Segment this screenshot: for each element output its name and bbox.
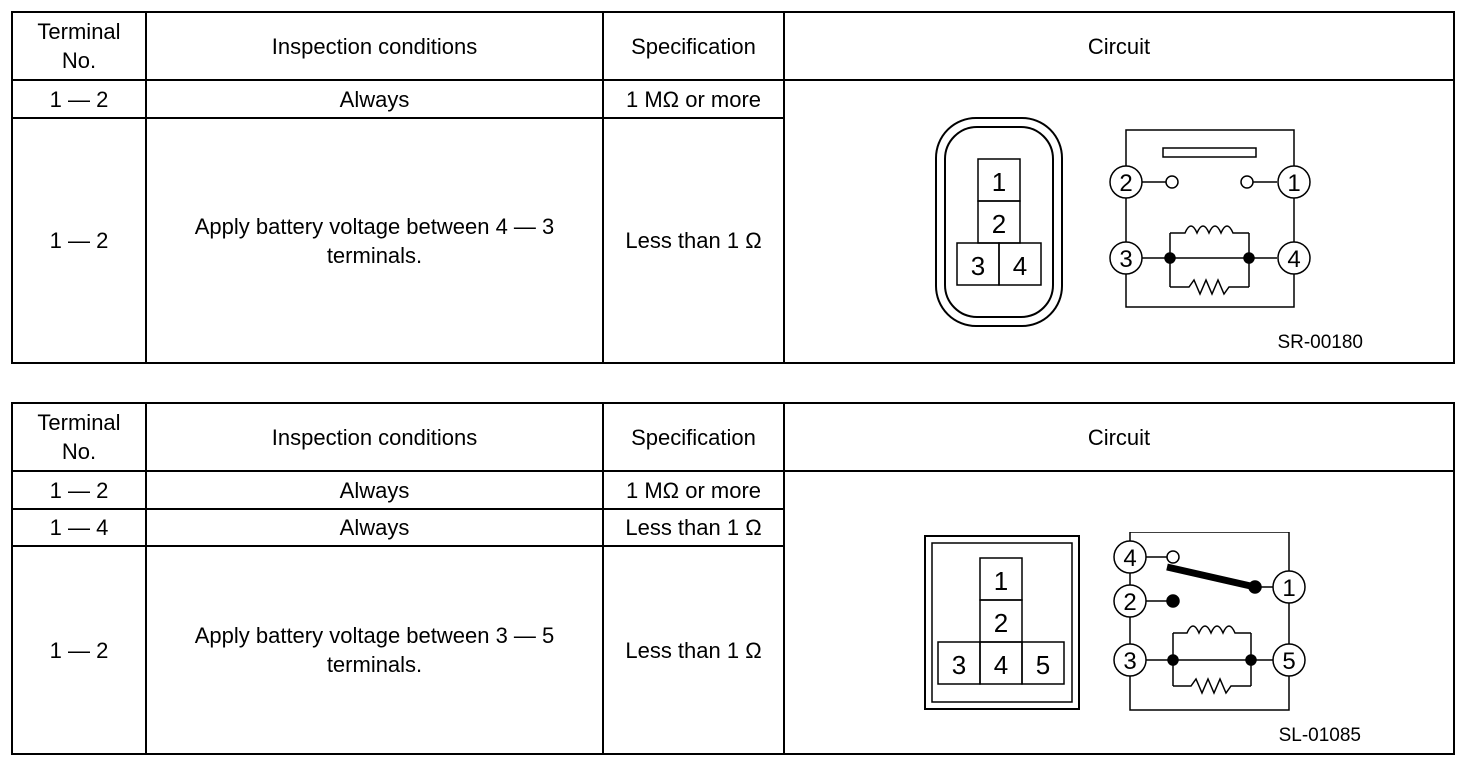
connector-pin-5: 5 <box>1036 650 1050 680</box>
header-circuit: Circuit <box>783 402 1455 472</box>
header-inspection-conditions: Inspection conditions <box>145 402 604 472</box>
connector-pin-2: 2 <box>994 608 1008 638</box>
circuit-terminal-label: 4 <box>1123 545 1136 572</box>
connector-pin-4: 4 <box>1013 251 1027 281</box>
circuit-terminal-label: 5 <box>1282 648 1295 675</box>
circuit-terminal-label: 2 <box>1119 170 1132 197</box>
relay-circuit-diagram: 1 2 3 4 <box>935 117 1311 327</box>
specification-cell: Less than 1 Ω <box>602 545 785 755</box>
connector-pin-4: 4 <box>994 650 1008 680</box>
circuit-terminal-label: 3 <box>1119 246 1132 273</box>
table-row: 1 — 2 Apply battery voltage between 4 — … <box>11 117 1454 364</box>
table-row: 1 — 4 Always Less than 1 Ω <box>11 508 1454 547</box>
terminal-cell: 1 — 2 <box>11 117 147 364</box>
relay-schematic <box>1113 532 1306 711</box>
condition-cell: Apply battery voltage between 3 — 5 term… <box>145 545 604 755</box>
specification-cell: 1 MΩ or more <box>602 470 785 510</box>
table-header-row: Terminal No. Inspection conditions Speci… <box>11 402 1455 472</box>
table-row: 1 — 2 Always 1 MΩ or more 1 2 3 4 5 <box>11 470 1455 755</box>
specification-cell: Less than 1 Ω <box>602 508 785 547</box>
connector-face-diagram: 1 2 3 4 5 <box>924 535 1080 710</box>
table-header-row: Terminal No. Inspection conditions Speci… <box>11 11 1455 81</box>
terminal-cell: 1 — 4 <box>11 508 147 547</box>
connector-pin-1: 1 <box>994 566 1008 596</box>
terminal-cell: 1 — 2 <box>11 470 147 510</box>
condition-cell: Always <box>145 470 604 510</box>
connector-pin-3: 3 <box>971 251 985 281</box>
circuit-terminal-label: 1 <box>1287 170 1300 197</box>
terminal-cell: 1 — 2 <box>11 545 147 755</box>
header-circuit: Circuit <box>783 11 1455 81</box>
connector-pin-2: 2 <box>992 209 1006 239</box>
figure-code: SR-00180 <box>1277 332 1363 353</box>
circuit-terminal-label: 3 <box>1123 648 1136 675</box>
header-inspection-conditions: Inspection conditions <box>145 11 604 81</box>
header-terminal-no: Terminal No. <box>11 402 147 472</box>
connector-face-diagram: 1 2 3 4 <box>935 117 1063 327</box>
figure-code: SL-01085 <box>1278 725 1361 746</box>
circuit-cell: 1 2 3 4 5 <box>783 470 1455 755</box>
header-specification: Specification <box>602 402 785 472</box>
table-row: 1 — 2 Always 1 MΩ or more 1 2 3 4 <box>11 79 1455 364</box>
connector-pin-3: 3 <box>952 650 966 680</box>
circuit-terminal-label: 2 <box>1123 589 1136 616</box>
relay-spec-table-2: Terminal No. Inspection conditions Speci… <box>11 402 1455 755</box>
condition-cell: Always <box>145 79 604 119</box>
relay-circuit-diagram: 1 2 3 4 5 <box>924 532 1306 711</box>
circuit-terminal-label: 4 <box>1287 246 1300 273</box>
terminal-cell: 1 — 2 <box>11 79 147 119</box>
condition-cell: Apply battery voltage between 4 — 3 term… <box>145 117 604 364</box>
relay-schematic <box>1109 129 1311 308</box>
table-row: 1 — 2 Apply battery voltage between 3 — … <box>11 545 1454 755</box>
specification-cell: 1 MΩ or more <box>602 79 785 119</box>
circuit-terminal-label: 1 <box>1282 575 1295 602</box>
condition-cell: Always <box>145 508 604 547</box>
connector-pin-1: 1 <box>992 167 1006 197</box>
specification-cell: Less than 1 Ω <box>602 117 785 364</box>
circuit-cell: 1 2 3 4 <box>783 79 1455 364</box>
header-terminal-no: Terminal No. <box>11 11 147 81</box>
header-specification: Specification <box>602 11 785 81</box>
relay-spec-table-1: Terminal No. Inspection conditions Speci… <box>11 11 1455 364</box>
